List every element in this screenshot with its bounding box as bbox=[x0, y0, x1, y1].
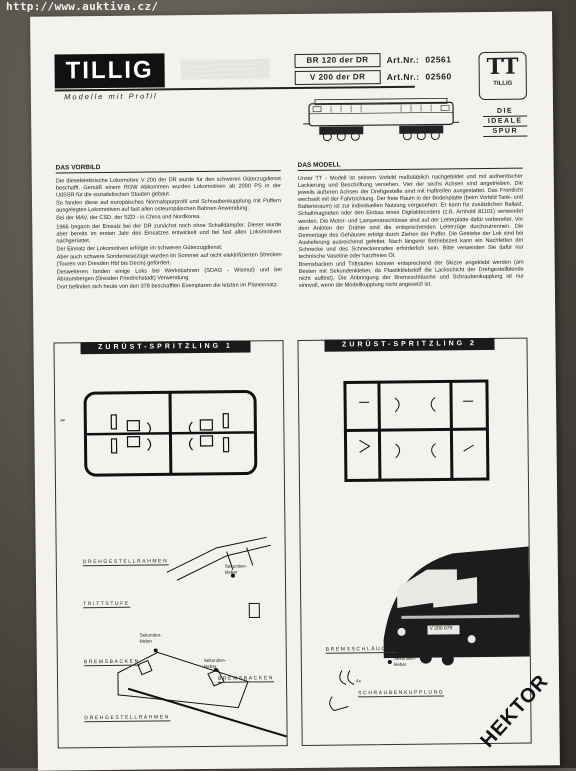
faded-print: ▒▒▒▒▒▒▒▒▒▒▒▒▒▒▒▒▒▒▒▒▒▒▒▒▒▒▒▒ bbox=[181, 58, 291, 81]
paragraph: Die dieselelektrische Lokomotive V 200 d… bbox=[56, 176, 281, 200]
paragraph: Unser TT - Modell ist seinem Vorbild maß… bbox=[298, 174, 524, 261]
label-kleber: Sekunden-kleber bbox=[204, 658, 232, 669]
model-name: BR 120 der DR bbox=[294, 53, 380, 68]
tt-sub: TILLIG bbox=[480, 81, 526, 87]
label-drehgestellrahmen-2: DREHGESTELLRAHMEN bbox=[84, 714, 170, 722]
label-kleber: Sekunden-kleber bbox=[225, 563, 251, 574]
label-bremsbacken-right: BREMSBACKEN bbox=[218, 675, 274, 683]
modell-title: DAS MODELL bbox=[298, 160, 523, 171]
product-row: BR 120 der DR Art.Nr.: 02561 bbox=[294, 52, 451, 68]
product-codes: BR 120 der DR Art.Nr.: 02561 V 200 der D… bbox=[294, 52, 451, 88]
label-kleber: Sekunden-kleber bbox=[394, 656, 420, 667]
locomotive-side-drawing bbox=[301, 92, 462, 144]
instruction-sheet: TILLIG Modelle mit Profil ▒▒▒▒▒▒▒▒▒▒▒▒▒▒… bbox=[30, 11, 560, 770]
ideale-spur: DIE IDEALE SPUR bbox=[483, 107, 527, 137]
vorbild-text: Die dieselelektrische Lokomotive V 200 d… bbox=[56, 176, 282, 293]
paragraph: So fanden diese auf europäisches Normals… bbox=[56, 198, 281, 215]
spur-word: SPUR bbox=[483, 127, 527, 137]
sprue-1-drawing: ✂ bbox=[54, 341, 286, 747]
paragraph: Aber auch schwere Sonderreisezüge wurden… bbox=[57, 252, 282, 269]
art-number: 02560 bbox=[425, 69, 451, 83]
label-drehgestellrahmen: DREHGESTELLRAHMEN bbox=[83, 558, 169, 566]
model-name: V 200 der DR bbox=[295, 70, 381, 85]
paragraph: 1966 begann der Einsatz bei der DR zunäc… bbox=[56, 222, 281, 246]
label-trittstufe: TRITTSTUFE bbox=[83, 601, 130, 608]
tagline: Modelle mit Profil bbox=[55, 91, 167, 101]
sprue-panel-1: ZURÜST-SPRITZLING 1 ✂ bbox=[53, 340, 287, 748]
loco-number-plate: V 200 079 bbox=[429, 626, 452, 632]
tt-logo: TT TILLIG bbox=[478, 52, 527, 101]
sprue-2-drawing bbox=[298, 339, 530, 745]
art-number: 02561 bbox=[425, 52, 451, 66]
sprue-panel-2: ZURÜST-SPRITZLING 2 bbox=[297, 338, 531, 746]
label-count: 4x bbox=[356, 678, 361, 684]
label-schraubenkupplung: SCHRAUBENKUPPLUNG bbox=[358, 689, 444, 697]
paragraph: Dort befinden sich heute von den 378 bes… bbox=[57, 282, 282, 291]
modell-text: Unser TT - Modell ist seinem Vorbild maß… bbox=[298, 174, 524, 292]
paragraph: Desweiteren fanden einige Loks bei Werks… bbox=[57, 267, 282, 284]
label-bremsschlaeuche: BREMSSCHLÄUCHE bbox=[326, 646, 397, 654]
label-bremsbacken-left: BREMSBACKEN bbox=[84, 659, 140, 667]
paragraph: Bremsbacken und Trittstufen können entsp… bbox=[299, 260, 524, 291]
label-kleber: Sekunden-kleber bbox=[140, 632, 168, 643]
tt-mark: TT bbox=[479, 53, 525, 81]
vorbild-title: DAS VORBILD bbox=[56, 162, 281, 173]
spur-word: IDEALE bbox=[483, 117, 527, 127]
svg-text:✂: ✂ bbox=[60, 417, 65, 424]
watermark-url: http://www.auktiva.cz/ bbox=[6, 0, 158, 13]
product-row: V 200 der DR Art.Nr.: 02560 bbox=[295, 69, 452, 85]
spur-word: DIE bbox=[483, 107, 527, 117]
art-label: Art.Nr.: bbox=[386, 53, 419, 67]
tillig-logo: TILLIG bbox=[54, 53, 164, 88]
art-label: Art.Nr.: bbox=[387, 70, 420, 84]
